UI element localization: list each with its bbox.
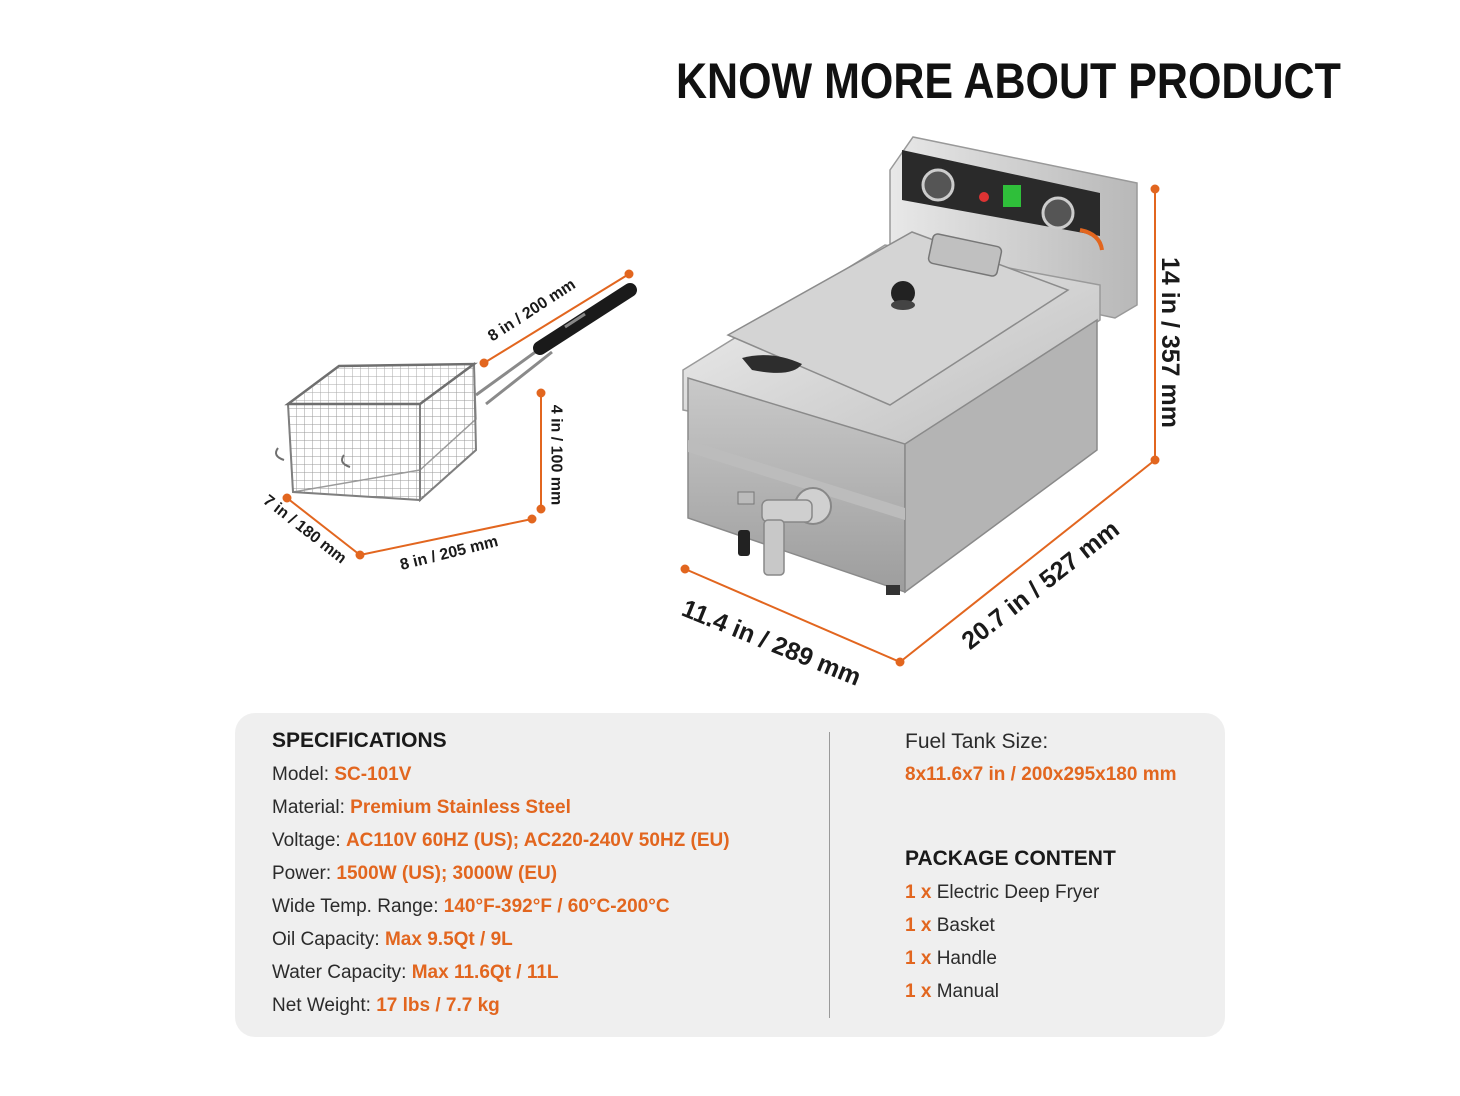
spec-row: Material: Premium Stainless Steel bbox=[272, 797, 571, 818]
spec-row: Net Weight: 17 lbs / 7.7 kg bbox=[272, 995, 500, 1016]
column-divider bbox=[829, 732, 830, 1018]
spec-row: Model: SC-101V bbox=[272, 764, 412, 785]
fry-basket bbox=[275, 283, 637, 503]
package-item: 1 x Electric Deep Fryer bbox=[905, 882, 1100, 903]
dimension-lines bbox=[282, 184, 1160, 667]
fuel-tank-label: Fuel Tank Size: bbox=[905, 730, 1049, 753]
deep-fryer bbox=[682, 136, 1138, 595]
spec-row: Oil Capacity: Max 9.5Qt / 9L bbox=[272, 929, 513, 950]
spec-row: Voltage: AC110V 60HZ (US); AC220-240V 50… bbox=[272, 830, 730, 851]
package-item: 1 x Handle bbox=[905, 948, 997, 969]
package-item: 1 x Manual bbox=[905, 981, 1000, 1002]
specifications-heading: SPECIFICATIONS bbox=[272, 729, 447, 752]
package-content-heading: PACKAGE CONTENT bbox=[905, 847, 1116, 870]
fryer-height-dimension: 14 in / 357 mm bbox=[1155, 257, 1184, 428]
package-item: 1 x Basket bbox=[905, 915, 995, 936]
page-title: KNOW MORE ABOUT PRODUCT bbox=[676, 53, 1341, 109]
spec-row: Water Capacity: Max 11.6Qt / 11L bbox=[272, 962, 559, 983]
specifications-card bbox=[235, 713, 1225, 1037]
spec-row: Power: 1500W (US); 3000W (EU) bbox=[272, 863, 558, 884]
fuel-tank-value: 8x11.6x7 in / 200x295x180 mm bbox=[905, 764, 1177, 785]
basket-height-dimension: 4 in / 100 mm bbox=[547, 404, 565, 506]
spec-row: Wide Temp. Range: 140°F-392°F / 60°C-200… bbox=[272, 896, 670, 917]
